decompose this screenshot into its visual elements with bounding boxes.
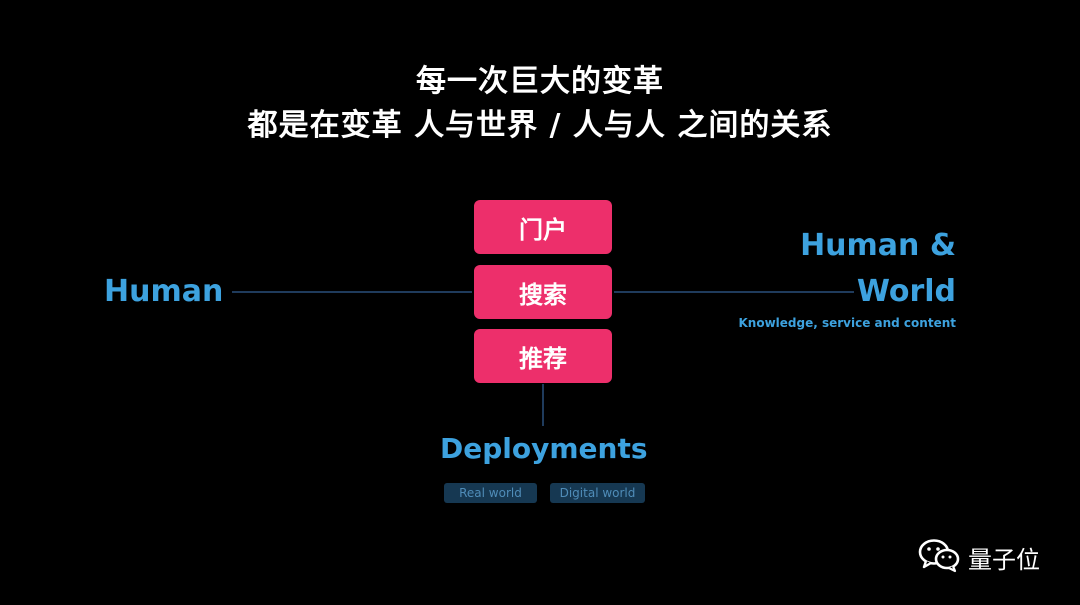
slide-title-line-2: 都是在变革 人与世界 / 人与人 之间的关系	[247, 108, 833, 143]
wechat-icon	[918, 537, 960, 577]
portal-box: 门户	[474, 200, 612, 254]
watermark-text: 量子位	[968, 545, 1040, 574]
watermark: 量子位	[918, 537, 1040, 577]
deployments-label: Deployments	[440, 432, 648, 465]
slide-title-line-1: 每一次巨大的变革	[416, 64, 664, 99]
bottom-connector-line	[542, 384, 544, 426]
digital-world-tag: Digital world	[550, 483, 645, 503]
human-world-label-line-2: World	[856, 274, 956, 309]
right-connector-line	[614, 291, 854, 293]
left-connector-line	[232, 291, 472, 293]
human-world-label-line-1: Human &	[800, 228, 956, 263]
search-box: 搜索	[474, 265, 612, 319]
human-label: Human	[104, 274, 224, 309]
human-world-subtitle: Knowledge, service and content	[738, 316, 956, 330]
real-world-tag: Real world	[444, 483, 537, 503]
recommendation-box: 推荐	[474, 329, 612, 383]
